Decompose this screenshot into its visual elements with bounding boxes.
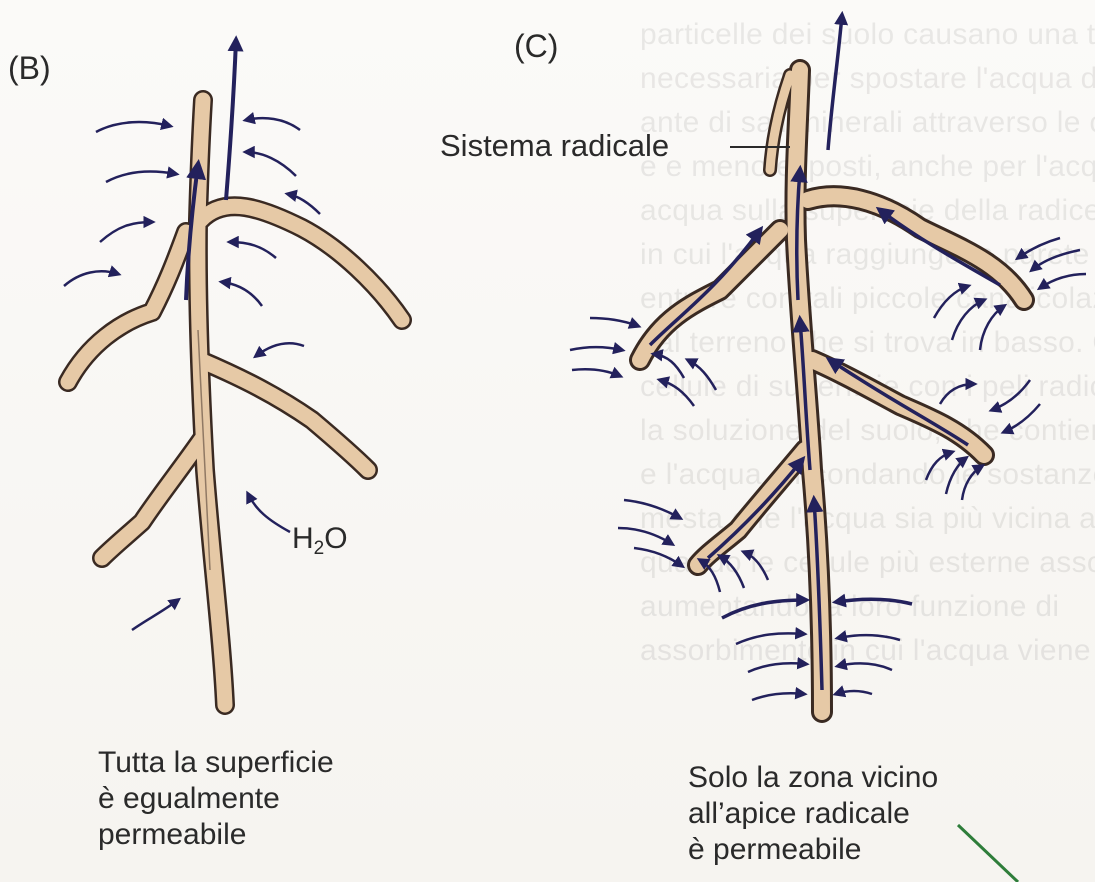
water-label-h: H (292, 522, 314, 555)
caption-c-line-1: Solo la zona vicino (688, 760, 938, 796)
panel-b-letter: (B) (8, 50, 51, 87)
caption-c-line-3: è permeabile (688, 832, 938, 868)
caption-b-line-1: Tutta la superficie (98, 745, 334, 781)
panel-c-letter: (C) (514, 28, 558, 65)
root-system-label: Sistema radicale (440, 128, 669, 164)
root-b (68, 100, 402, 705)
water-arrows-b-right (222, 118, 320, 532)
caption-b-line-3: permeabile (98, 817, 334, 853)
caption-b-line-2: è egualmente (98, 781, 334, 817)
water-label-o: O (324, 522, 347, 555)
caption-b: Tutta la superficie è egualmente permeab… (98, 745, 334, 853)
root-c (640, 70, 1024, 712)
caption-c-line-2: all’apice radicale (688, 796, 938, 832)
caption-c: Solo la zona vicino all’apice radicale è… (688, 760, 938, 868)
marker-stroke (958, 825, 1018, 882)
water-label: H2O (292, 522, 348, 560)
water-label-subscript: 2 (314, 538, 325, 559)
